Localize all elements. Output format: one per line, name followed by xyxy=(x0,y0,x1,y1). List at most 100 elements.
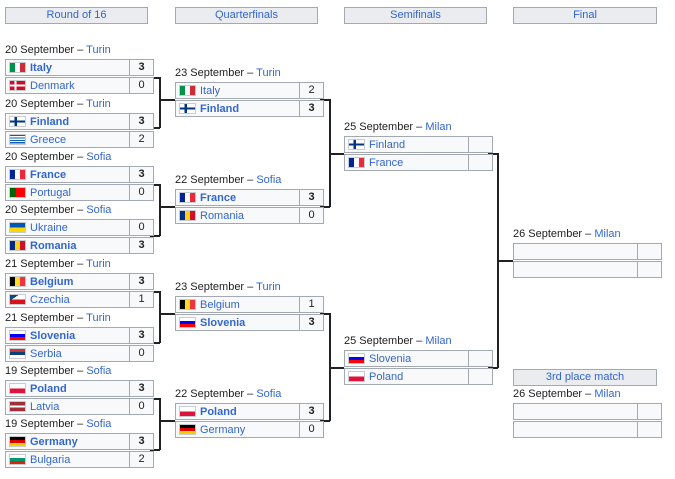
team-link[interactable]: Italy xyxy=(200,84,221,97)
score: 0 xyxy=(130,345,154,362)
venue-link[interactable]: Milan xyxy=(594,388,621,400)
team-link[interactable]: Finland xyxy=(369,138,406,151)
score xyxy=(469,154,493,171)
score: 3 xyxy=(130,433,154,450)
team-link[interactable]: Belgium xyxy=(200,298,240,311)
romania-flag-icon xyxy=(9,240,26,251)
sf-match-1: 25 September – Milan Finland France xyxy=(344,119,494,171)
header-quarterfinals: Quarterfinals xyxy=(175,7,318,24)
venue-link[interactable]: Milan xyxy=(425,121,452,133)
team-link[interactable]: Romania xyxy=(30,239,77,252)
match-date: 20 September – Sofia xyxy=(5,204,112,216)
score xyxy=(638,403,662,420)
score: 3 xyxy=(300,189,324,206)
team-link[interactable]: Greece xyxy=(30,133,67,146)
match-date: 26 September – Milan xyxy=(513,228,621,240)
score: 2 xyxy=(300,82,324,99)
venue-link[interactable]: Milan xyxy=(594,228,621,240)
final-match: 26 September – Milan xyxy=(513,226,663,278)
team-row: Serbia 0 xyxy=(5,345,155,362)
team-link[interactable]: Portugal xyxy=(30,186,71,199)
team-link[interactable]: Belgium xyxy=(30,275,74,288)
team-link[interactable]: France xyxy=(200,191,237,204)
venue-link[interactable]: Milan xyxy=(425,335,452,347)
team-link[interactable]: Finland xyxy=(200,102,240,115)
score: 3 xyxy=(130,166,154,183)
score: 0 xyxy=(130,219,154,236)
team-link[interactable]: Latvia xyxy=(30,400,60,413)
match-date: 23 September – Turin xyxy=(175,281,281,293)
team-row: France 3 xyxy=(5,166,155,183)
belgium-flag-icon xyxy=(9,276,26,287)
romania-flag-icon xyxy=(179,210,196,221)
team-link[interactable]: Slovenia xyxy=(369,352,412,365)
team-link[interactable]: Poland xyxy=(369,370,404,383)
score: 3 xyxy=(300,100,324,117)
team-link[interactable]: Czechia xyxy=(30,293,70,306)
team-row xyxy=(513,421,663,438)
header-round-of-16: Round of 16 xyxy=(5,7,148,24)
team-link[interactable]: Slovenia xyxy=(30,329,76,342)
finland-flag-icon xyxy=(9,116,26,127)
header-semifinals: Semifinals xyxy=(344,7,487,24)
team-link[interactable]: Denmark xyxy=(30,79,75,92)
match-date: 20 September – Turin xyxy=(5,44,111,56)
team-link[interactable]: Ukraine xyxy=(30,221,68,234)
finland-flag-icon xyxy=(179,103,196,114)
venue-link[interactable]: Sofia xyxy=(86,151,112,163)
france-flag-icon xyxy=(179,192,196,203)
team-link[interactable]: Poland xyxy=(30,382,67,395)
third-place-match: 26 September – Milan xyxy=(513,386,663,438)
venue-link[interactable]: Sofia xyxy=(256,388,282,400)
france-flag-icon xyxy=(348,157,365,168)
team-link[interactable]: France xyxy=(30,168,67,181)
score: 3 xyxy=(300,403,324,420)
score xyxy=(638,243,662,260)
team-link[interactable]: France xyxy=(369,156,404,169)
team-row: France xyxy=(344,154,494,171)
team-row: Finland xyxy=(344,136,494,153)
venue-link[interactable]: Sofia xyxy=(256,174,282,186)
team-link[interactable]: Finland xyxy=(30,115,70,128)
finland-flag-icon xyxy=(348,139,365,150)
czechia-flag-icon xyxy=(9,294,26,305)
slovenia-flag-icon xyxy=(348,353,365,364)
match-date: 19 September – Sofia xyxy=(5,365,112,377)
third-place-header: 3rd place match xyxy=(513,369,657,386)
venue-link[interactable]: Turin xyxy=(86,258,111,270)
score xyxy=(469,350,493,367)
score xyxy=(638,421,662,438)
poland-flag-icon xyxy=(348,371,365,382)
venue-link[interactable]: Sofia xyxy=(86,418,112,430)
team-link[interactable]: Romania xyxy=(200,209,245,222)
team-link[interactable]: Germany xyxy=(200,423,246,436)
match-date: 23 September – Turin xyxy=(175,67,281,79)
team-link[interactable]: Serbia xyxy=(30,347,62,360)
match-date: 21 September – Turin xyxy=(5,312,111,324)
team-link[interactable]: Germany xyxy=(30,435,78,448)
team-link[interactable]: Slovenia xyxy=(200,316,246,329)
team-link[interactable]: Bulgaria xyxy=(30,453,71,466)
score: 0 xyxy=(130,398,154,415)
venue-link[interactable]: Turin xyxy=(256,281,281,293)
team-link[interactable]: Italy xyxy=(30,61,53,74)
venue-link[interactable]: Turin xyxy=(256,67,281,79)
venue-link[interactable]: Sofia xyxy=(86,204,112,216)
score: 0 xyxy=(300,207,324,224)
italy-flag-icon xyxy=(9,62,26,73)
match-date: 21 September – Turin xyxy=(5,258,111,270)
venue-link[interactable]: Turin xyxy=(86,312,111,324)
venue-link[interactable]: Turin xyxy=(86,44,111,56)
team-link[interactable]: Poland xyxy=(200,405,237,418)
score: 1 xyxy=(130,291,154,308)
venue-link[interactable]: Turin xyxy=(86,98,111,110)
venue-link[interactable]: Sofia xyxy=(86,365,112,377)
team-row: Germany 3 xyxy=(5,433,155,450)
